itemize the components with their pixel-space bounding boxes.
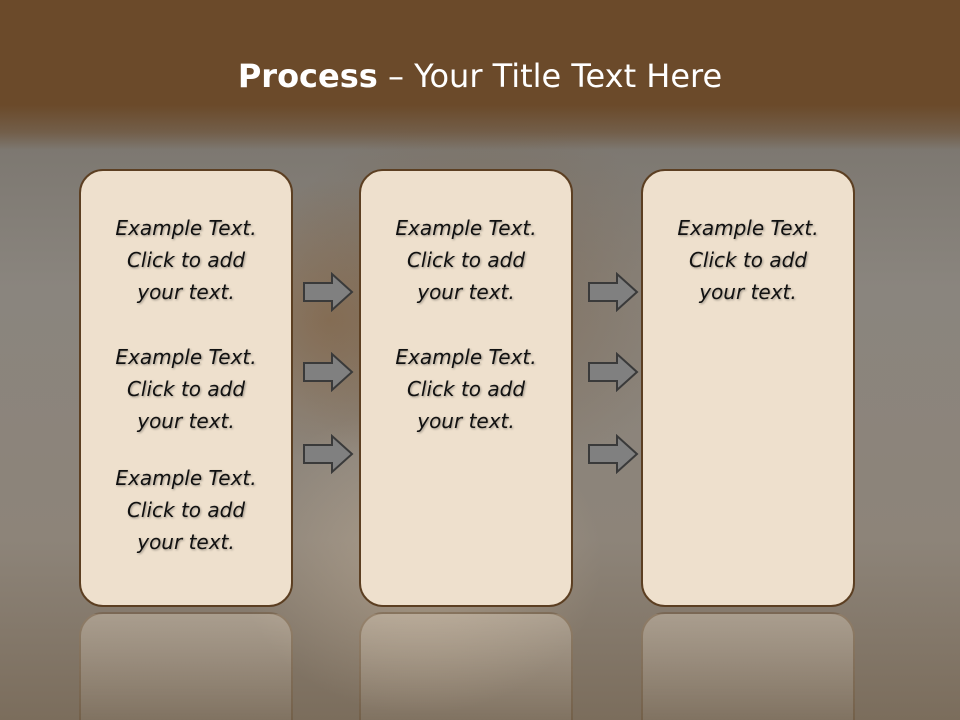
right-arrow-icon (303, 272, 354, 312)
box-1-text-1[interactable]: Example Text. Click to add your text. (115, 216, 257, 304)
box-1-text-3[interactable]: Example Text. Click to add your text. (115, 466, 257, 554)
right-arrow-icon (588, 352, 639, 392)
right-arrow-icon (588, 434, 639, 474)
slide-title[interactable]: Process – Your Title Text Here (0, 52, 960, 100)
process-box-2[interactable]: Example Text. Click to add your text. Ex… (359, 169, 573, 607)
box-1-text-2[interactable]: Example Text. Click to add your text. (115, 345, 257, 433)
box-2-reflection (359, 612, 573, 720)
process-box-1[interactable]: Example Text. Click to add your text. Ex… (79, 169, 293, 607)
process-box-3[interactable]: Example Text. Click to add your text. (641, 169, 855, 607)
right-arrow-icon (588, 272, 639, 312)
title-bar (0, 0, 960, 150)
box-1-reflection (79, 612, 293, 720)
box-3-reflection (641, 612, 855, 720)
box-3-text-1[interactable]: Example Text. Click to add your text. (677, 216, 819, 304)
title-rest: – Your Title Text Here (377, 57, 723, 95)
right-arrow-icon (303, 352, 354, 392)
title-bold: Process (237, 57, 378, 95)
box-2-text-1[interactable]: Example Text. Click to add your text. (395, 216, 537, 304)
box-2-text-2[interactable]: Example Text. Click to add your text. (395, 345, 537, 433)
right-arrow-icon (303, 434, 354, 474)
